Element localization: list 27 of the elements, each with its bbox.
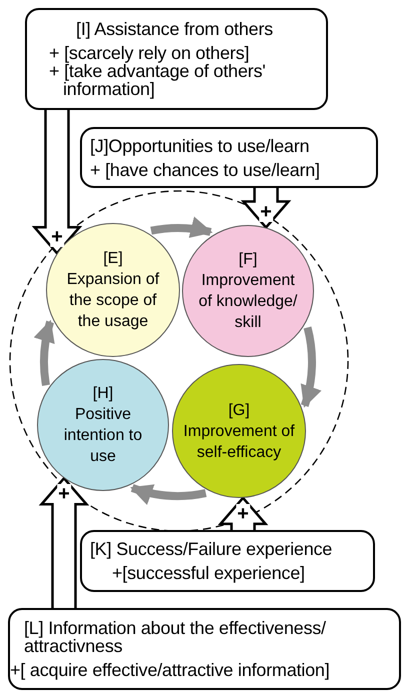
circle-text: Expansion of the scope of the usage [66,270,160,332]
factor-box [80,530,375,592]
circle-label: [H] [92,384,114,404]
box-title: [I] Assistance from others [75,20,274,38]
curved-arrow [150,218,213,240]
circle-label: [G] [228,400,250,420]
circle-text: Improvement of knowledge/ skill [198,271,298,333]
box-item: + [scarcely rely on others] [48,44,250,62]
box-item: + [have chances to use/learn] [89,160,321,178]
factor-box [80,127,378,188]
block-arrow [38,476,90,610]
block-arrow [32,108,82,256]
box-item: +[ acquire effective/attractive information] [10,661,331,679]
circle-label: [F] [238,250,258,270]
box-item: + [take advantage of others' information] [48,62,266,98]
circle-text: Positive intention to use [62,405,144,467]
box-title: [K] Success/Failure experience [89,540,334,558]
box-title: [J]Opportunities to use/learn [89,136,310,154]
circle-text: Improvement of self-efficacy [182,422,296,462]
circle-label: [E] [103,249,123,269]
curved-arrow [34,320,56,386]
curved-arrow [299,326,321,408]
factor-box [25,8,328,110]
curved-arrow [130,483,206,504]
box-item: +[successful experience] [111,564,306,582]
box-title: [L] Information about the effectiveness/ attractivness [23,619,327,655]
factor-box [8,608,401,690]
